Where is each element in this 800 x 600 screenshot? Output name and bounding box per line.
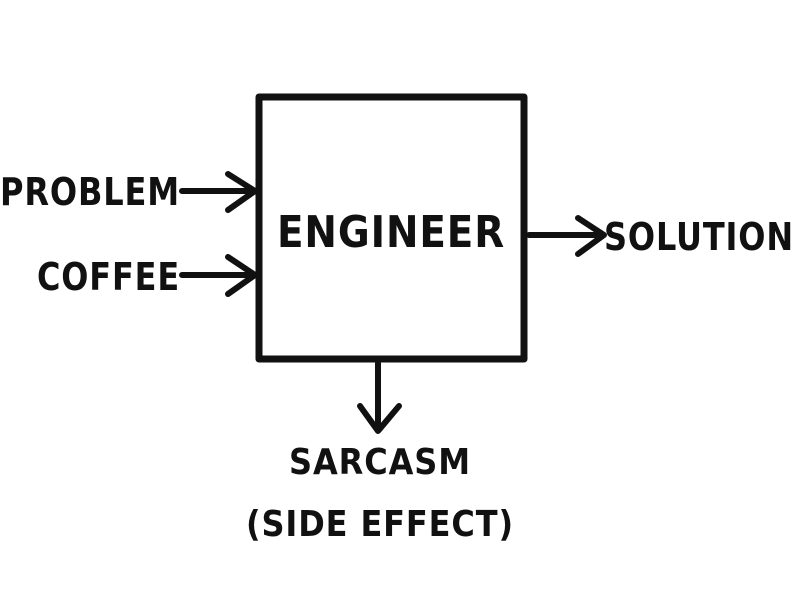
- input-arrow-coffee-head: [225, 254, 258, 297]
- side-effect-arrow-head: [357, 403, 402, 434]
- input-label-problem: PROBLEM: [0, 170, 180, 214]
- side-effect-label-line1: SARCASM: [289, 442, 471, 483]
- input-arrow-problem-head: [225, 171, 258, 213]
- output-arrow-solution-head: [575, 215, 607, 257]
- engineer-label: ENGINEER: [277, 207, 505, 258]
- output-arrow-solution: [526, 215, 607, 257]
- engineer-box: [255, 93, 528, 363]
- input-arrow-problem: [179, 171, 258, 213]
- output-label-solution: SOLUTION: [604, 215, 794, 259]
- side-effect-label-line2: (SIDE EFFECT): [246, 504, 514, 545]
- input-label-coffee: COFFEE: [37, 255, 180, 299]
- side-effect-arrow: [357, 360, 402, 434]
- input-arrow-coffee: [179, 254, 258, 297]
